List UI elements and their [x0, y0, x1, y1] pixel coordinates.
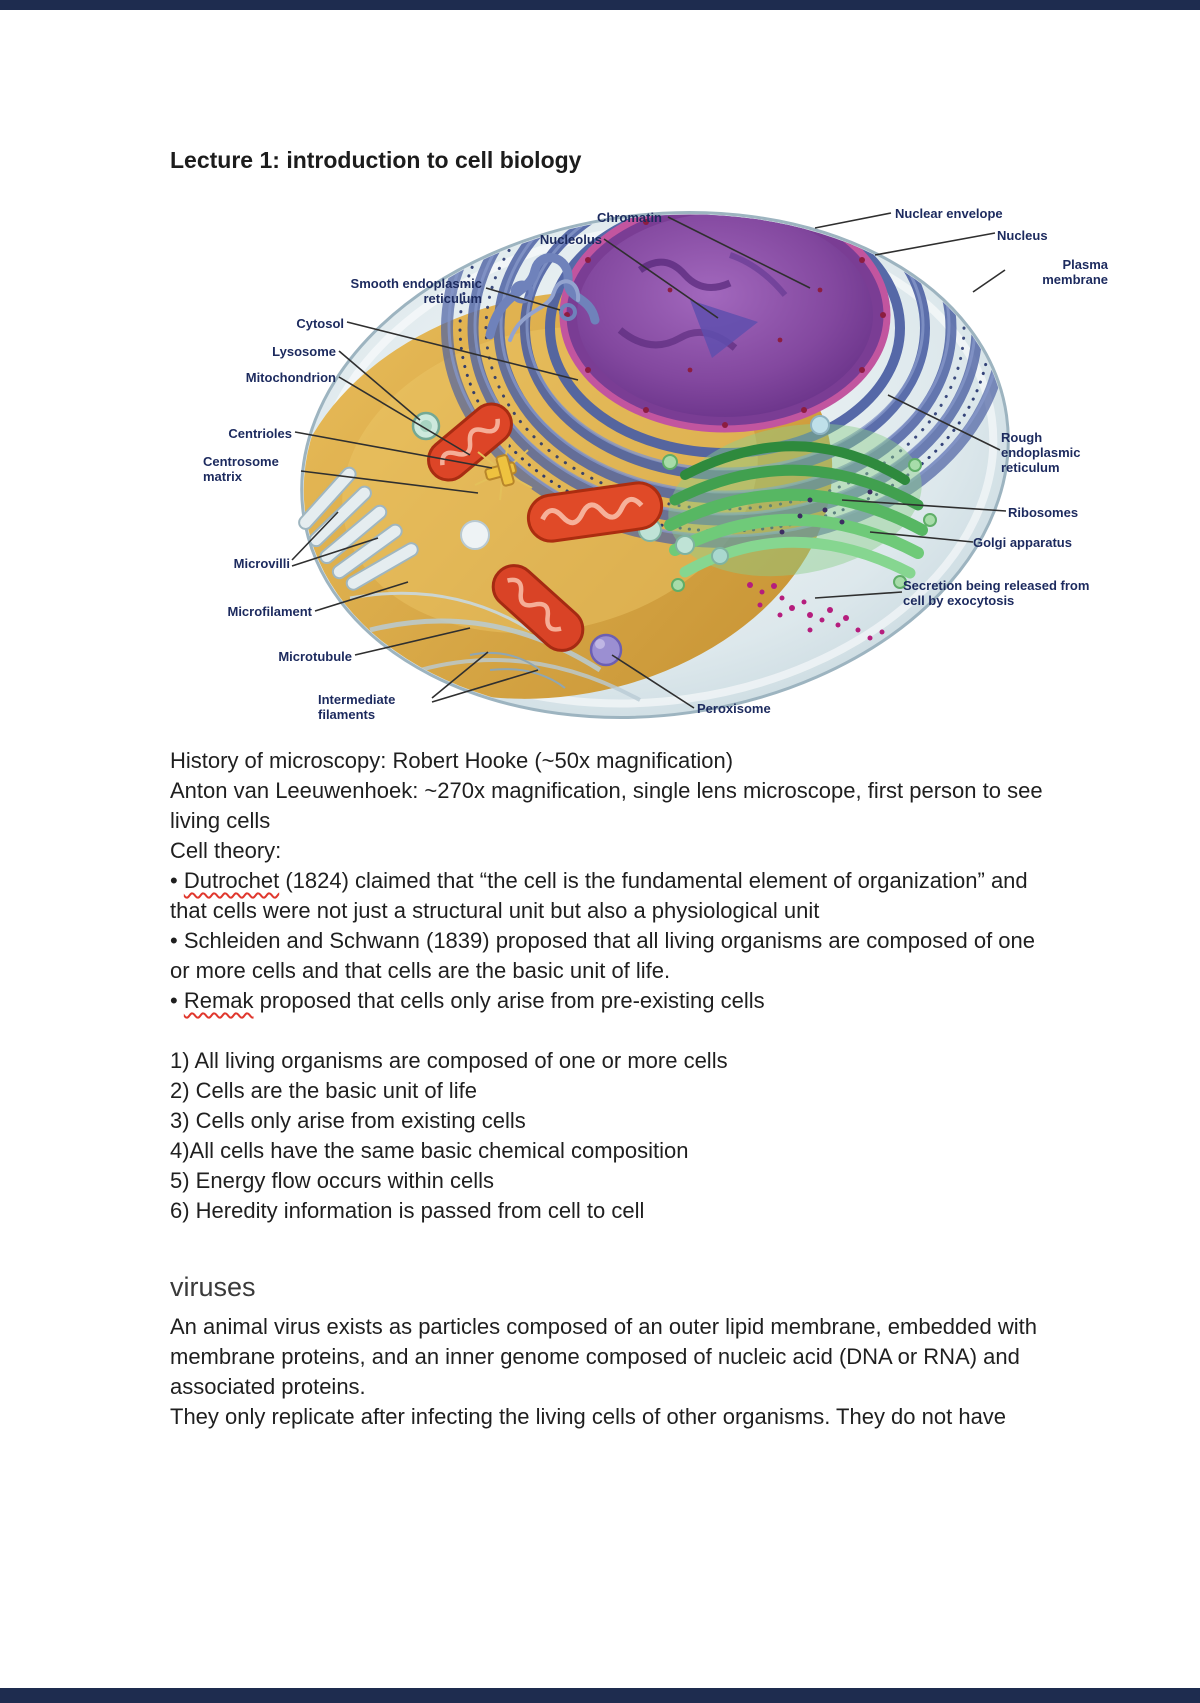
label-mitochondrion: Mitochondrion — [245, 370, 336, 385]
label-rough-er: Rough endoplasmic reticulum — [1001, 430, 1081, 475]
nucleolus-graphic — [690, 300, 758, 358]
cell-illustration — [287, 200, 1010, 719]
label-nucleus: Nucleus — [997, 228, 1048, 243]
secretion-graphic — [747, 582, 885, 641]
history-line: History of microscopy: Robert Hooke (~50… — [170, 748, 734, 773]
label-nucleolus: Nucleolus — [539, 232, 602, 247]
principle-3: 3) Cells only arise from existing cells — [170, 1108, 526, 1133]
bullet-marker: • — [170, 868, 184, 893]
label-intermediate-filaments: Intermediate filaments — [318, 692, 396, 722]
bullet-dutrochet: • Dutrochet (1824) claimed that “the cel… — [170, 866, 1050, 926]
label-cytosol: Cytosol — [296, 316, 344, 331]
principle-2: 2) Cells are the basic unit of life — [170, 1078, 477, 1103]
label-chromatin: Chromatin — [597, 210, 662, 225]
cell-theory-heading: Cell theory: — [170, 838, 282, 863]
label-peroxisome: Peroxisome — [697, 701, 771, 716]
notes-text: History of microscopy: Robert Hooke (~50… — [170, 746, 1050, 1432]
label-smooth-er: Smooth endoplasmic reticulum — [350, 276, 482, 306]
label-microtubule: Microtubule — [278, 649, 352, 664]
bullet-remak-text: proposed that cells only arise from pre-… — [253, 988, 765, 1013]
leader-lines — [291, 212, 1007, 709]
label-nuclear-envelope: Nuclear envelope — [895, 206, 1003, 221]
principle-1: 1) All living organisms are composed of … — [170, 1048, 728, 1073]
centrioles-graphic — [474, 443, 533, 501]
label-secretion: Secretion being released from cell by ex… — [903, 578, 1090, 608]
principle-4: 4)All cells have the same basic chemical… — [170, 1138, 689, 1163]
cell-diagram: Chromatin Nucleolus Nuclear envelope Nuc… — [170, 200, 1110, 740]
principle-6: 6) Heredity information is passed from c… — [170, 1198, 645, 1223]
vesicles-graphic — [460, 415, 830, 565]
label-centrioles: Centrioles — [228, 426, 292, 441]
misspelled-word-dutrochet: Dutrochet — [183, 868, 280, 893]
smooth-er-graphic — [485, 253, 600, 342]
label-golgi: Golgi apparatus — [973, 535, 1072, 550]
misspelled-word-remak: Remak — [183, 988, 254, 1013]
cell-theory-principles: 1) All living organisms are composed of … — [170, 1046, 1050, 1226]
bullet-remak: • Remak proposed that cells only arise f… — [170, 986, 1050, 1016]
label-plasma-membrane: Plasma membrane — [1042, 257, 1108, 287]
label-ribosomes: Ribosomes — [1008, 505, 1079, 520]
nuclear-pores-graphic — [564, 219, 886, 428]
document-page: Lecture 1: introduction to cell biology — [0, 10, 1200, 1688]
viruses-paragraph-2: They only replicate after infecting the … — [170, 1404, 1007, 1429]
label-centrosome-matrix: Centrosome matrix — [203, 454, 279, 484]
bullet-schleiden: • Schleiden and Schwann (1839) proposed … — [170, 928, 1036, 983]
label-lysosome: Lysosome — [272, 344, 336, 359]
microvilli-graphic — [298, 466, 419, 591]
label-microvilli: Microvilli — [233, 556, 290, 571]
bullet-marker: • — [170, 988, 184, 1013]
bullet-dutrochet-text: (1824) claimed that “the cell is the fun… — [170, 868, 1028, 923]
viruses-heading: viruses — [170, 1272, 256, 1302]
cytoskeleton-graphic — [349, 591, 641, 702]
label-microfilament: Microfilament — [227, 604, 312, 619]
nucleus-graphic — [559, 200, 891, 433]
page-title: Lecture 1: introduction to cell biology — [170, 147, 582, 173]
viruses-paragraph-1: An animal virus exists as particles comp… — [170, 1314, 1037, 1399]
leeuwenhoek-line: Anton van Leeuwenhoek: ~270x magnificati… — [170, 778, 1043, 833]
mitochondria-graphic — [427, 402, 664, 652]
golgi-graphic — [662, 423, 937, 592]
peroxisome-graphic — [589, 633, 623, 667]
page-content: Lecture 1: introduction to cell biology — [0, 146, 1200, 1432]
principle-5: 5) Energy flow occurs within cells — [170, 1168, 495, 1193]
